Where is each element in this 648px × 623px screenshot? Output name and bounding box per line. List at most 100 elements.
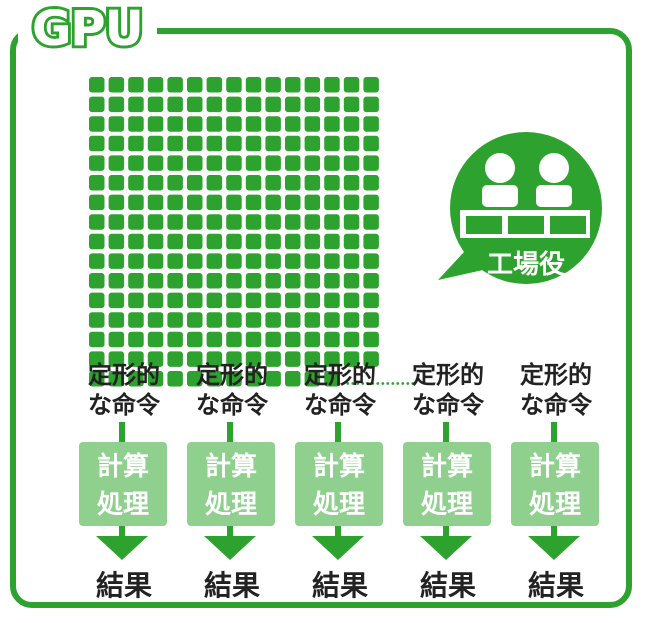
core-cell [206,371,223,387]
core-cell [89,351,105,367]
core-cell [108,312,125,328]
core-cell [343,175,360,191]
gpu-frame [10,28,632,608]
core-cell [89,194,105,211]
core-cell [206,77,223,93]
instruction-label: 定形的 な命令 [304,361,376,419]
core-cell [108,233,125,250]
core-cell [304,77,321,93]
core-cell [147,77,164,93]
core-cell [108,175,125,191]
core-cell [285,116,301,132]
core-cell [324,292,340,309]
core-cell [363,233,379,250]
core-cell [304,96,321,113]
core-cell [89,214,105,230]
core-cell [147,331,164,348]
arrow-stem [551,526,557,538]
core-cell [89,135,105,152]
core-cell [187,214,203,230]
core-cell [167,155,183,171]
core-cell [245,331,262,348]
core-cell [167,135,183,152]
core-cell [285,331,301,348]
core-cell [363,273,379,289]
core-cell [147,292,164,309]
core-cell [147,194,164,211]
core-cell [343,253,360,269]
core-cell [108,214,125,230]
core-cell [206,253,223,269]
core-cell [265,96,281,113]
core-cell [304,135,321,152]
core-cell [206,214,223,230]
core-cell [304,175,321,191]
calc-box: 計算 処理 [187,442,275,526]
core-cell [187,312,203,328]
core-cell [187,253,203,269]
core-cell [128,331,144,348]
core-cell [89,331,105,348]
core-cell [363,96,379,113]
core-cell [285,233,301,250]
core-cell [206,96,223,113]
calc-box: 計算 処理 [511,442,599,526]
core-cell [89,273,105,289]
core-cell [108,253,125,269]
core-cell [147,253,164,269]
core-cell [89,96,105,113]
calc-box: 計算 処理 [403,442,491,526]
core-cell [363,292,379,309]
arrow-stem [443,526,449,538]
core-cell [363,77,379,93]
core-cell [226,292,242,309]
core-cell [343,273,360,289]
core-cell [265,135,281,152]
core-cell [226,96,242,113]
ellipsis-dot [361,382,365,385]
core-cell [265,371,281,387]
core-cell [245,96,262,113]
core-cell [206,292,223,309]
core-cell [108,135,125,152]
core-cell [187,273,203,289]
core-cell [128,233,144,250]
two-workers-icon [438,132,602,284]
core-cell [304,351,321,367]
core-cell [285,135,301,152]
core-cell [265,273,281,289]
arrow-stem [227,526,233,538]
core-cell [206,351,223,367]
core-cell [147,175,164,191]
arrow-line [335,422,341,444]
core-cell [187,351,203,367]
core-cell [304,273,321,289]
core-cell [363,331,379,348]
core-cell [89,312,105,328]
core-cell [285,312,301,328]
core-cell [324,77,340,93]
core-cell [187,331,203,348]
core-cell [226,331,242,348]
core-cell [206,194,223,211]
result-label: 結果 [527,569,584,602]
core-cell [167,371,183,387]
core-cell [285,371,301,387]
core-cell [128,155,144,171]
instruction-label: 定形的 な命令 [88,361,160,419]
core-cell [187,371,203,387]
core-cell [343,233,360,250]
core-cell [285,77,301,93]
core-cell [304,292,321,309]
core-cell [206,155,223,171]
core-cell [363,194,379,211]
core-cell [187,155,203,171]
worker-label: 工場役 [486,250,565,280]
core-cell [324,135,340,152]
core-cell [147,116,164,132]
core-cell [187,116,203,132]
core-cell [245,292,262,309]
ellipsis-dot [351,382,355,385]
core-cell [147,214,164,230]
core-cell [304,253,321,269]
